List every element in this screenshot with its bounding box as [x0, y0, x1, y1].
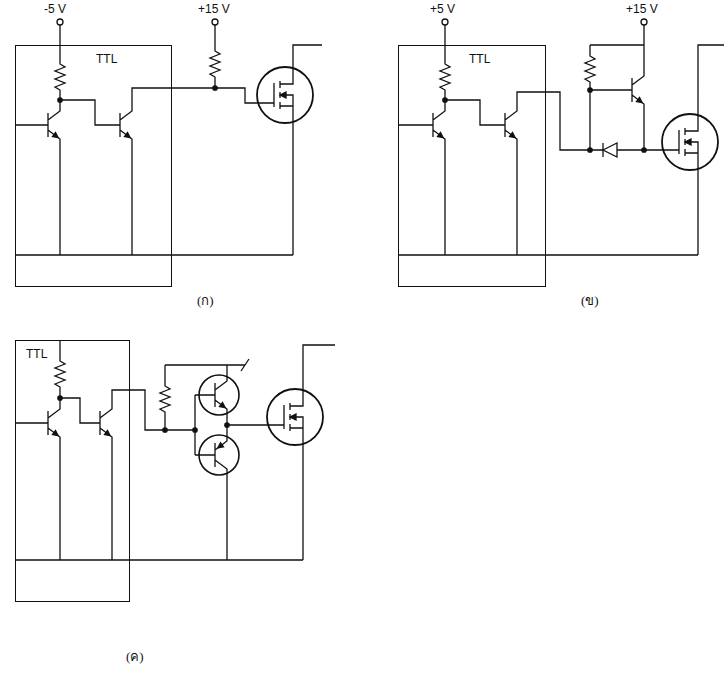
- resistor-symbol: [585, 50, 595, 86]
- chip-label: TTL: [26, 347, 47, 361]
- mosfet-symbol: [662, 114, 718, 170]
- circuit-c: [15, 340, 335, 560]
- transistor-symbol: [201, 431, 227, 479]
- circuit-a: [15, 19, 322, 255]
- chip-label: TTL: [96, 52, 117, 66]
- transistor-symbol: [34, 399, 60, 447]
- resistor-symbol: [55, 58, 65, 94]
- ttl-box: TTL: [15, 340, 130, 602]
- figure-caption: (ค): [125, 646, 145, 667]
- ttl-box: TTL: [15, 45, 172, 287]
- resistor-symbol: [160, 380, 170, 416]
- transistor-symbol: [419, 101, 445, 149]
- ttl-box: TTL: [398, 45, 546, 287]
- resistor-symbol: [440, 58, 450, 94]
- resistor-symbol: [210, 45, 220, 81]
- voltage-label: +15 V: [625, 2, 659, 16]
- circuit-b: [398, 19, 724, 255]
- voltage-label: +15 V: [197, 2, 231, 16]
- figure-caption: (ข): [580, 290, 600, 311]
- voltage-label: +5 V: [429, 2, 456, 16]
- voltage-label: -5 V: [43, 2, 67, 16]
- mosfet-symbol: [267, 389, 323, 445]
- figure-caption: (ก): [196, 290, 215, 311]
- transistor-symbol: [201, 371, 227, 419]
- transistor-symbol: [491, 101, 517, 149]
- mosfet-symbol: [257, 67, 313, 123]
- transistor-symbol: [86, 399, 112, 447]
- transistor-symbol: [618, 66, 644, 114]
- transistor-symbol: [106, 101, 132, 149]
- resistor-symbol: [55, 355, 65, 391]
- chip-label: TTL: [469, 52, 490, 66]
- transistor-symbol: [34, 101, 60, 149]
